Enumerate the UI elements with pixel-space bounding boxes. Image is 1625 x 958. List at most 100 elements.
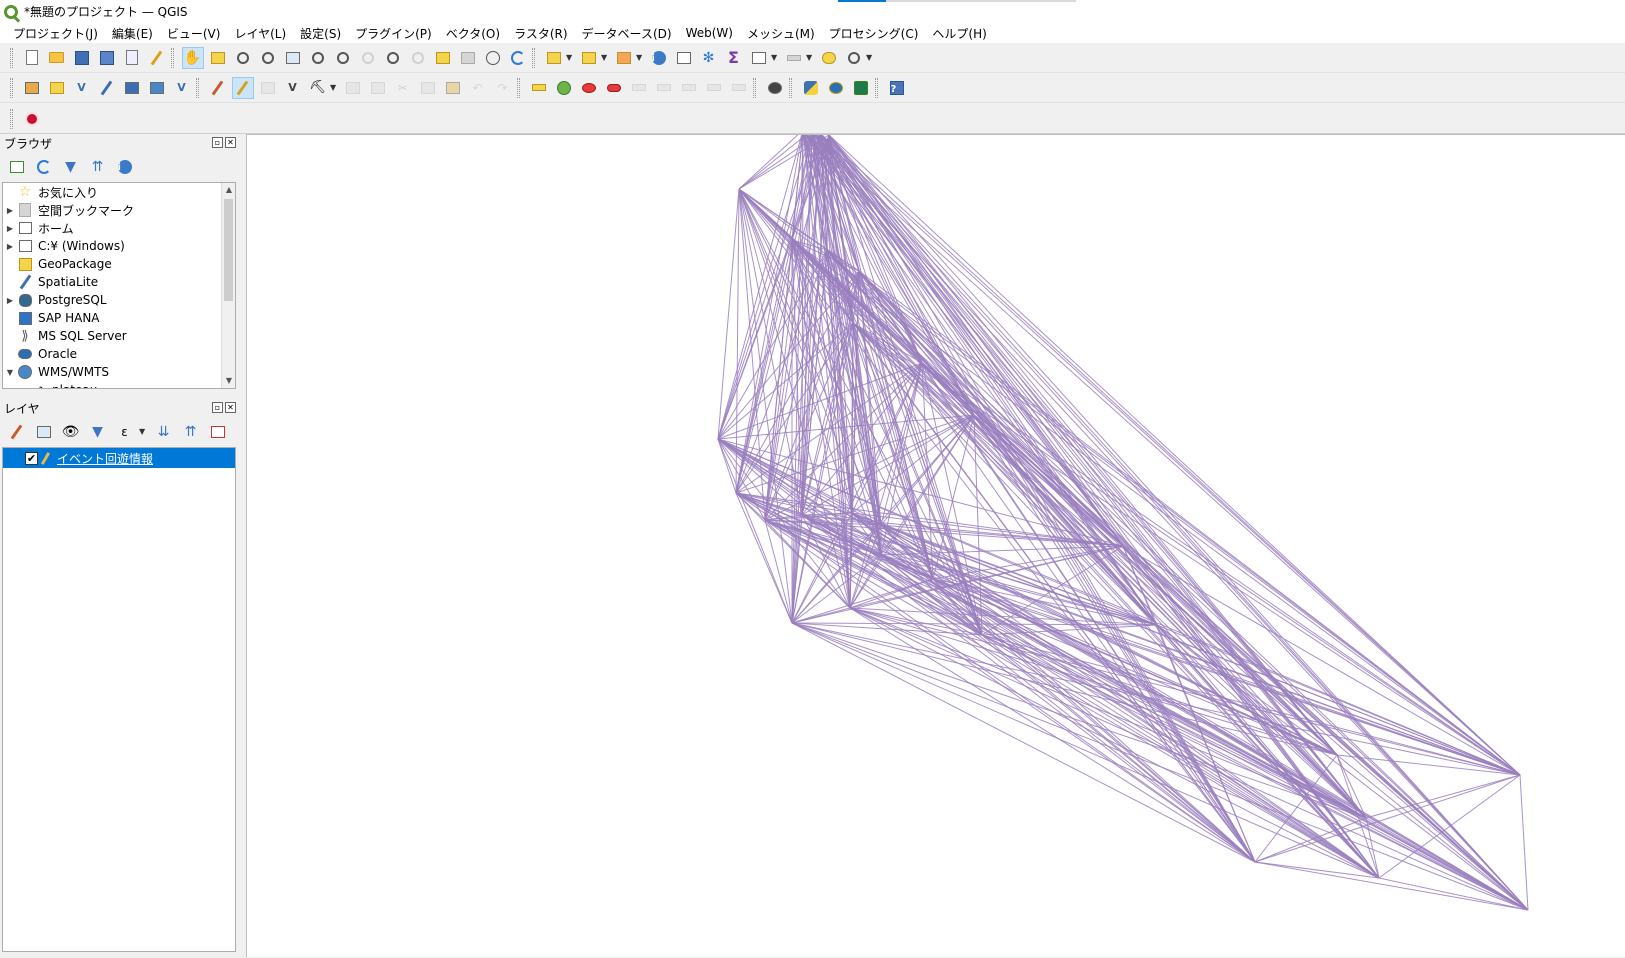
menu-item[interactable]: プロセシング(C) bbox=[828, 26, 919, 41]
scroll-up-icon[interactable]: ▲ bbox=[225, 185, 233, 194]
layer-row[interactable]: ✔ イベント回遊情報 bbox=[3, 448, 235, 468]
menu-item[interactable]: レイヤ(L) bbox=[234, 26, 287, 41]
temporal-controller-button[interactable] bbox=[482, 47, 504, 69]
browser-item[interactable]: ▶⊰plateau bbox=[3, 381, 235, 389]
style-manager-button[interactable] bbox=[146, 47, 168, 69]
cut-button[interactable]: ✂ bbox=[392, 77, 414, 99]
close-panel-icon[interactable]: ✕ bbox=[225, 402, 236, 413]
open-project-button[interactable] bbox=[46, 47, 68, 69]
python-button[interactable] bbox=[800, 77, 822, 99]
label-button[interactable] bbox=[528, 77, 550, 99]
save-as-button[interactable] bbox=[96, 47, 118, 69]
toolbar-grip[interactable] bbox=[10, 47, 13, 68]
diagram-button[interactable] bbox=[553, 77, 575, 99]
browser-item[interactable]: ☆お気に入り bbox=[3, 183, 235, 201]
zoom-to-selection-button[interactable] bbox=[307, 47, 329, 69]
toggle-editing-button[interactable] bbox=[231, 76, 254, 99]
new-temp-layer-button[interactable] bbox=[121, 77, 143, 99]
zoom-next-button[interactable] bbox=[407, 47, 429, 69]
zoom-to-layer-button[interactable] bbox=[332, 47, 354, 69]
scroll-down-icon[interactable]: ▼ bbox=[225, 376, 233, 385]
filter-legend-button[interactable]: ▼ bbox=[87, 421, 109, 443]
pin-label-button[interactable] bbox=[578, 77, 600, 99]
menu-item[interactable]: プロジェクト(J) bbox=[13, 26, 98, 41]
float-panel-icon[interactable]: ▫ bbox=[212, 402, 223, 413]
menu-item[interactable]: 設定(S) bbox=[300, 26, 342, 41]
deselect-button[interactable] bbox=[613, 47, 635, 69]
browser-item[interactable]: ▶PostgreSQL bbox=[3, 291, 235, 309]
new-virtual-layer-button[interactable] bbox=[146, 77, 168, 99]
show-bookmarks-button[interactable] bbox=[457, 47, 479, 69]
close-panel-icon[interactable]: ✕ bbox=[225, 137, 236, 148]
paste-button[interactable] bbox=[442, 77, 464, 99]
gps-button[interactable] bbox=[764, 77, 786, 99]
chevron-down-icon[interactable]: ▼ bbox=[636, 53, 643, 62]
chevron-down-icon[interactable]: ▼ bbox=[330, 83, 337, 92]
map-svg[interactable] bbox=[247, 135, 1625, 958]
pan-to-selection-button[interactable] bbox=[207, 47, 229, 69]
chevron-down-icon[interactable]: ▼ bbox=[601, 53, 608, 62]
browser-item[interactable]: ▶空間ブックマーク bbox=[3, 201, 235, 219]
collapse-all-button[interactable]: ⇈ bbox=[87, 156, 109, 178]
label-show-button[interactable] bbox=[728, 77, 750, 99]
chevron-right-icon[interactable]: ▶ bbox=[17, 386, 31, 389]
menu-item[interactable]: 編集(E) bbox=[111, 26, 153, 41]
refresh-browser-button[interactable] bbox=[33, 156, 55, 178]
save-edits-button[interactable] bbox=[257, 77, 279, 99]
browser-item[interactable]: GeoPackage bbox=[3, 255, 235, 273]
new-spatialite-button[interactable] bbox=[96, 77, 118, 99]
menu-item[interactable]: ヘルプ(H) bbox=[932, 26, 987, 41]
select-by-value-button[interactable] bbox=[578, 47, 600, 69]
select-features-button[interactable] bbox=[543, 47, 565, 69]
menu-item[interactable]: メッシュ(M) bbox=[746, 26, 815, 41]
add-selected-layers-button[interactable] bbox=[6, 156, 28, 178]
new-project-button[interactable] bbox=[21, 47, 43, 69]
browser-item[interactable]: Oracle bbox=[3, 345, 235, 363]
menu-item[interactable]: ラスタ(R) bbox=[514, 26, 568, 41]
expand-all-button[interactable]: ⇊ bbox=[153, 421, 175, 443]
browser-item[interactable]: ▶C:¥ (Windows) bbox=[3, 237, 235, 255]
undo-button[interactable]: ↶ bbox=[467, 77, 489, 99]
remove-layer-button[interactable] bbox=[207, 421, 229, 443]
annotation-button[interactable] bbox=[818, 47, 840, 69]
modify-attributes-button[interactable] bbox=[342, 77, 364, 99]
chevron-right-icon[interactable]: ▶ bbox=[6, 223, 14, 233]
pan-button[interactable]: ✋ bbox=[181, 46, 204, 69]
menu-item[interactable]: プラグイン(P) bbox=[355, 26, 432, 41]
layer-name[interactable]: イベント回遊情報 bbox=[57, 451, 154, 466]
menu-item[interactable]: データベース(D) bbox=[581, 26, 672, 41]
measure-button[interactable] bbox=[783, 47, 805, 69]
browser-item[interactable]: ⟫MS SQL Server bbox=[3, 327, 235, 345]
zoom-native-button[interactable] bbox=[357, 47, 379, 69]
layer-visibility-checkbox[interactable]: ✔ bbox=[25, 451, 38, 465]
statistics-button[interactable]: ✻ bbox=[698, 47, 720, 69]
browser-item[interactable]: SpatiaLite bbox=[3, 273, 235, 291]
vertex-tool-button[interactable]: ⛏ bbox=[307, 77, 329, 99]
panel-splitter[interactable] bbox=[240, 134, 246, 957]
layer-styling-button[interactable] bbox=[6, 421, 28, 443]
label-rotate-button[interactable] bbox=[653, 77, 675, 99]
digitize-button[interactable] bbox=[207, 77, 229, 99]
browser-item[interactable]: ▼WMS/WMTS bbox=[3, 363, 235, 381]
label-move-button[interactable] bbox=[628, 77, 650, 99]
chevron-right-icon[interactable]: ▶ bbox=[6, 241, 14, 251]
help-button[interactable]: ? bbox=[886, 77, 908, 99]
menu-item[interactable]: ビュー(V) bbox=[166, 26, 221, 41]
map-tips-button[interactable] bbox=[843, 47, 865, 69]
menu-item[interactable]: ベクタ(O) bbox=[445, 26, 501, 41]
field-calculator-button[interactable] bbox=[748, 47, 770, 69]
attribute-table-button[interactable] bbox=[673, 47, 695, 69]
new-shapefile-button[interactable]: V bbox=[71, 77, 93, 99]
datasource-manager-button[interactable] bbox=[21, 77, 43, 99]
zoom-last-button[interactable] bbox=[382, 47, 404, 69]
label-highlight-button[interactable] bbox=[703, 77, 725, 99]
toolbar-grip[interactable] bbox=[10, 108, 13, 129]
print-layout-button[interactable] bbox=[121, 47, 143, 69]
zoom-in-button[interactable] bbox=[232, 47, 254, 69]
chevron-down-icon[interactable]: ▼ bbox=[566, 53, 573, 62]
refresh-button[interactable] bbox=[507, 47, 529, 69]
chevron-down-icon[interactable]: ▼ bbox=[139, 427, 146, 436]
qgis-rose-button[interactable] bbox=[21, 108, 43, 130]
browser-scrollbar[interactable]: ▲ ▼ bbox=[221, 183, 235, 388]
copy-button[interactable] bbox=[417, 77, 439, 99]
